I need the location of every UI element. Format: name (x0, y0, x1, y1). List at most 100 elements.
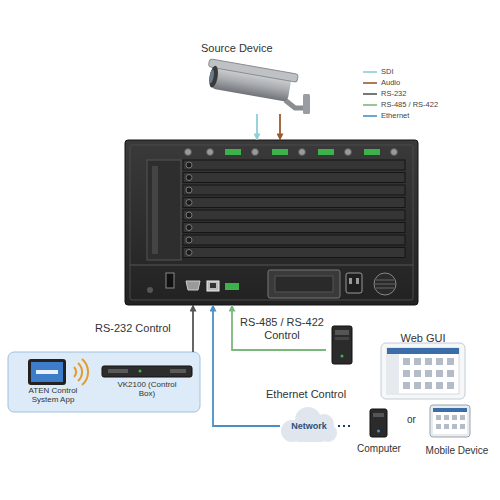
matrix-chassis-illustration (183, 160, 405, 170)
connection-label: Ethernet Control (266, 388, 362, 401)
matrix-chassis (125, 140, 418, 305)
matrix-chassis-illustration (147, 160, 181, 260)
control-group-illustration (8, 352, 200, 412)
web-gui-illustration (403, 382, 410, 389)
control-group-illustration (31, 362, 63, 382)
legend-swatch (363, 68, 377, 76)
matrix-chassis-illustration (186, 175, 192, 181)
web-gui-illustration (387, 354, 399, 394)
mobile-device-illustration (433, 408, 467, 434)
matrix-chassis-illustration (186, 162, 192, 168)
legend-text: Audio (381, 78, 400, 87)
legend: SDIAudioRS-232RS-485 / RS-422Ethernet (363, 66, 438, 121)
camera-illustration (205, 59, 310, 114)
pc-tower-illustration (341, 355, 344, 358)
control-app: ATEN Control System App (14, 356, 92, 410)
control-group-illustration (8, 352, 200, 412)
matrix-chassis-illustration (183, 235, 405, 245)
legend-line-sample (363, 82, 377, 84)
network-cloud: Network (280, 410, 338, 442)
control-group-illustration (170, 369, 186, 373)
camera-illustration (303, 94, 310, 114)
matrix-chassis-illustration (210, 283, 216, 288)
matrix-chassis-illustration (374, 273, 396, 295)
matrix-chassis-illustration (318, 149, 334, 155)
matrix-chassis-illustration (186, 237, 192, 243)
mobile-device-illustration (452, 424, 457, 429)
legend-swatch (363, 90, 377, 98)
matrix-chassis-illustration (375, 284, 395, 285)
web-gui-illustration (403, 358, 410, 365)
matrix-chassis-illustration (186, 200, 192, 206)
web-gui-illustration (436, 370, 443, 377)
camera-illustration (205, 59, 299, 103)
device-label: Mobile Device (426, 445, 489, 457)
sdi-connector (256, 114, 258, 140)
computer-illustration (370, 409, 387, 437)
mobile-device-illustration (433, 408, 467, 412)
web-gui-illustration (387, 348, 459, 394)
matrix-chassis-illustration (376, 288, 394, 289)
camera-illustration (285, 100, 305, 108)
matrix-chassis-illustration (186, 225, 192, 231)
matrix-chassis-illustration (183, 160, 405, 258)
legend-line-sample (363, 104, 377, 106)
matrix-chassis-illustration (186, 187, 192, 193)
matrix-chassis-illustration (275, 276, 333, 292)
web-gui-illustration (447, 358, 454, 365)
web-gui-illustration (414, 370, 421, 377)
matrix-chassis-illustration (183, 223, 405, 233)
legend-row: Ethernet (363, 110, 438, 121)
matrix-chassis-illustration (130, 145, 413, 300)
matrix-chassis-illustration (183, 185, 405, 195)
mobile-device-illustration (430, 405, 470, 437)
web-gui-panel: Web GUI (378, 326, 468, 402)
mobile-device-illustration (444, 424, 449, 429)
device-label: VK2100 (Control Box) (116, 380, 178, 398)
web-gui-illustration (425, 358, 432, 365)
matrix-chassis-illustration (185, 149, 192, 156)
network-link (338, 425, 352, 427)
legend-text: SDI (381, 67, 394, 76)
device-label: Computer (357, 443, 401, 455)
web-gui-illustration (381, 343, 465, 399)
legend-text: RS-232 (381, 89, 406, 98)
pc-tower-illustration (335, 330, 349, 335)
mobile-device-illustration (452, 415, 457, 420)
matrix-chassis-illustration (225, 149, 241, 155)
web-gui-illustration (414, 358, 421, 365)
mobile-device-illustration (444, 415, 449, 420)
computer-illustration (377, 430, 380, 433)
matrix-chassis-illustration (356, 278, 359, 284)
matrix-chassis-illustration (207, 281, 219, 291)
pc-tower-illustration (332, 326, 352, 364)
matrix-chassis-illustration (183, 173, 405, 183)
matrix-chassis-illustration (125, 140, 418, 305)
matrix-chassis-illustration (349, 278, 352, 284)
control-group-illustration (36, 370, 58, 374)
device-label: ATEN Control System App (24, 386, 82, 404)
connection-label: RS-485 / RS-422 Control (236, 316, 328, 341)
pc-tower-illustration (332, 326, 352, 364)
mobile-device-illustration (436, 415, 441, 420)
control-box: VK2100 (Control Box) (98, 362, 196, 408)
computer-illustration (370, 409, 387, 437)
web-gui-illustration (436, 358, 443, 365)
control-group-illustration (28, 359, 66, 385)
mobile-device-illustration (436, 415, 465, 429)
legend-swatch (363, 101, 377, 109)
control-group-illustration (139, 370, 142, 373)
matrix-chassis-illustration (152, 166, 158, 254)
device-heading: Source Device (201, 42, 273, 55)
web-gui-illustration (425, 382, 432, 389)
control-group-illustration (108, 369, 128, 373)
matrix-chassis-illustration (272, 149, 288, 155)
legend-row: Audio (363, 77, 438, 88)
mobile-device-illustration (430, 405, 470, 437)
web-gui-illustration (425, 370, 432, 377)
matrix-chassis-illustration (186, 212, 192, 218)
